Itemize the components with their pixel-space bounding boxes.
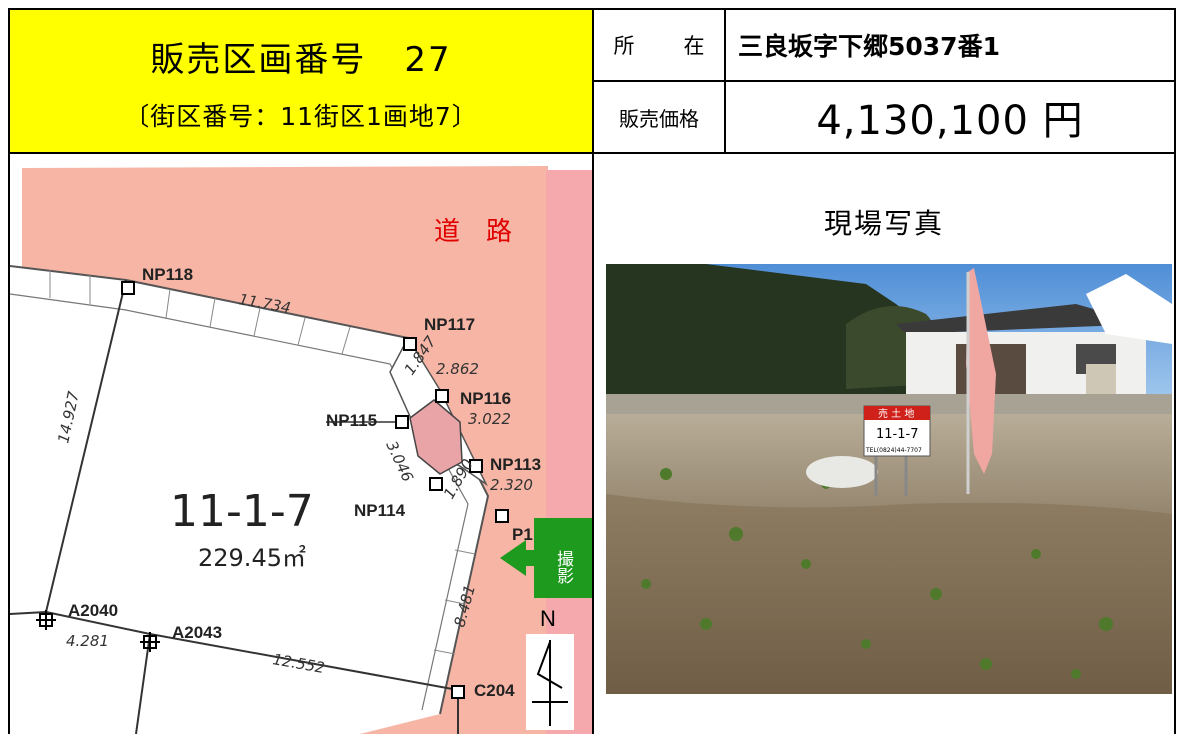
point-np116: NP116 [460,389,511,408]
road-label: 道 路 [434,217,512,247]
north-label: N [540,606,556,631]
site-photo-image: 売 土 地 11-1-7 TEL(0824)44-7707 [606,264,1172,694]
point-c204: C204 [474,681,515,700]
lot-area-value: 229.45㎡ [198,544,306,572]
point-a2040: A2040 [68,601,118,620]
sign-header: 売 土 地 [878,407,914,420]
photo-title: 現場写真 [823,207,944,240]
dist-2862: 2.862 [436,360,479,378]
point-np115: NP115 [326,411,377,430]
price-label: 販売価格 [592,80,726,154]
point-np118: NP118 [142,265,193,284]
lot-line-down [135,633,151,734]
corner-pad [409,399,463,475]
price-value: 4,130,100 円 [724,80,1176,154]
white-bag [806,456,878,488]
lot-title: 販売区画番号 27 [10,32,592,81]
site-photo: 売 土 地 11-1-7 TEL(0824)44-7707 [606,264,1172,694]
point-np113: NP113 [490,455,541,474]
point-labels: NP118 NP117 NP116 NP115 NP113 NP114 P1 A… [68,265,541,700]
lot-title-label: 販売区画番号 [150,40,367,80]
dist-3022: 3.022 [468,410,511,428]
dirt-mound [606,494,1172,694]
sidewalk-inner [10,293,469,711]
lot-map: NP118 NP117 NP116 NP115 NP113 NP114 P1 A… [8,152,594,734]
photo-direction-arrow: 撮影 [500,518,592,598]
lot-title-panel: 販売区画番号 27 〔街区番号：11街区1画地7〕 [8,8,594,154]
dist-2320: 2.320 [490,476,533,494]
sidewalk-ticks [49,270,476,655]
block-note: 〔街区番号：11街区1画地7〕 [124,102,478,131]
flag [966,268,996,474]
point-np114: NP114 [354,501,406,520]
point-a2043: A2043 [172,623,222,642]
crosshair-points [36,610,160,652]
point-np117: NP117 [424,315,475,334]
sign-lot: 11-1-7 [876,427,918,442]
lot-area [10,266,488,734]
dist-4281: 4.281 [66,632,109,650]
sign-phone: TEL(0824)44-7707 [865,447,922,454]
location-value: 三良坂字下郷5037番1 [724,8,1176,82]
survey-map: NP118 NP117 NP116 NP115 NP113 NP114 P1 A… [10,166,592,734]
photo-direction-label: 撮影 [553,550,574,584]
lot-line-bottom [10,611,47,615]
survey-points [121,281,509,699]
lot-boundary [44,279,459,691]
property-sheet: 販売区画番号 27 〔街区番号：11街区1画地7〕 所 在 三良坂字下郷5037番… [8,8,1176,734]
north-arrow: N [526,606,574,730]
lot-number: 27 [404,40,452,80]
lot-id: 11-1-7 [170,486,314,537]
site-photo-panel: 現場写真 [592,152,1176,734]
for-sale-sign: 売 土 地 11-1-7 TEL(0824)44-7707 [863,405,931,496]
location-label: 所 在 [592,8,726,82]
point-p1: P1 [512,525,533,544]
